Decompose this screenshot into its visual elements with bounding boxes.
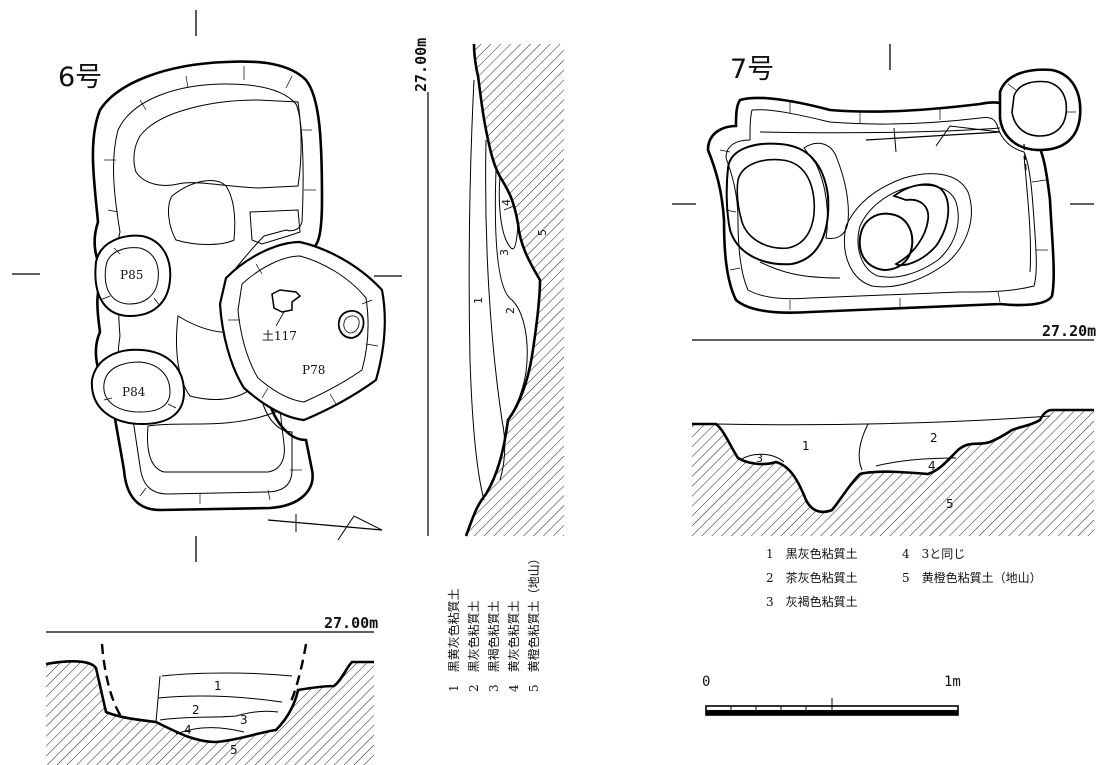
pit6-csection-layer-23: [159, 710, 279, 721]
pit6-vlayer-4: 4: [500, 199, 513, 206]
pit7-right-hollow-outer: [844, 173, 972, 288]
pit7-section: 27.20m 1 2 3 4 5: [692, 322, 1096, 536]
pit6-csection-dashed-left: [100, 643, 123, 719]
pit7-slayer-2: 2: [930, 431, 938, 445]
scale-bar: 0 1m: [702, 674, 961, 716]
pit7-legend-3: 3 灰褐色粘質土: [766, 594, 858, 609]
pit6-csection-layer-4: [175, 727, 245, 735]
pit6-csection-layer-left: [155, 675, 161, 723]
pit7-shelf-right: [1023, 155, 1032, 273]
p85-outer: [94, 234, 172, 318]
pit7-crescent: [892, 183, 950, 267]
pit6-clayer-2: 2: [192, 703, 200, 717]
pot-117-leader: [275, 311, 285, 327]
pit6-csection-profile: [45, 660, 374, 744]
pit6-legend-4: 4 黄灰色粘質土: [506, 600, 521, 692]
scale-start-label: 0: [702, 674, 710, 690]
pit7-section-elevation: 27.20m: [1042, 322, 1096, 340]
pit6-vsection-layer-2: [485, 139, 506, 481]
pit7-section-divide-12: [858, 423, 869, 471]
pit6-csection-dashed-right: [288, 643, 308, 705]
pit6-vsection-layer-4: [498, 175, 519, 250]
pit7-section-layer-3: [739, 453, 785, 463]
pit6-slope-ticks: [99, 66, 379, 504]
p78-label: P78: [302, 363, 325, 377]
scale-ticks: [730, 698, 833, 710]
pit6-csection-layer-top: [161, 672, 293, 677]
pit6-vsection-ground: [466, 44, 564, 536]
pit7-slayer-3: 3: [756, 452, 763, 465]
pit7-section-surface: [715, 415, 1051, 426]
pit7-legend-4: 4 3と同じ: [902, 547, 965, 561]
pit6-legend-1: 1 黒黄灰色粘質土: [446, 588, 461, 692]
pit7-post-hole-inner: [1011, 80, 1068, 137]
pit6-cross-section: 27.00m 1 2 3 4 5: [45, 614, 378, 765]
p84-label: P84: [122, 385, 146, 399]
pit7-left-hollow-outer: [725, 142, 830, 266]
pit7-outer-outline: [706, 96, 1056, 314]
pit6-csection-layer-12: [157, 695, 283, 703]
pit7-slayer-1: 1: [802, 439, 810, 453]
pit7-right-hollow-mid: [857, 184, 959, 278]
pit7-slope-ticks: [719, 83, 1076, 310]
p78-inner: [237, 255, 369, 403]
p78-outer: [218, 240, 386, 422]
pit6-csection-elevation: 27.00m: [324, 614, 378, 632]
p84-inner: [103, 361, 171, 413]
pit6-vsection-elevation: 27.00m: [412, 38, 430, 92]
pit7-legend-1: 1 黒灰色粘質土: [766, 546, 858, 561]
pit7-legend-2: 2 茶灰色粘質土: [766, 570, 858, 585]
pit6-legend-3: 3 黒褐色粘質土: [486, 600, 501, 692]
pit7-round-pit: [858, 212, 914, 272]
pit6-vlayer-5: 5: [536, 229, 549, 236]
pit6-lower-contour: [176, 315, 259, 400]
pit6-vertical-section: 27.00m 1 2 3 4 5: [412, 38, 564, 537]
pit6-csection-ground: [46, 661, 374, 765]
pit6-vsection-layer-lines: [468, 79, 485, 501]
pit6-vlayer-3: 3: [498, 249, 511, 256]
pit6-right-step: [249, 209, 301, 245]
pit7-north-arrow: [865, 125, 1001, 153]
pot-117-mark: [271, 289, 302, 313]
scale-end-label: 1m: [944, 674, 961, 690]
scale-fill: [706, 710, 958, 715]
pit7-legend-5: 5 黄橙色粘質土（地山）: [902, 570, 1042, 585]
p78-small-hole: [337, 310, 365, 339]
pit6-north-arrow: [267, 514, 383, 541]
pit7-section-profile: [692, 408, 1094, 514]
p78-small-hole-inner: [343, 315, 360, 334]
pit6-legend-2: 2 黒灰色粘質土: [466, 600, 481, 692]
pit7-legend: 1 黒灰色粘質土 2 茶灰色粘質土 3 灰褐色粘質土 4 3と同じ 5 黄橙色粘…: [766, 546, 1042, 609]
pit6-clayer-5: 5: [230, 743, 238, 757]
pit7-plan: 7号: [672, 44, 1094, 314]
pit6-legend-5: 5 黄橙色粘質土（地山）: [526, 552, 541, 692]
p85-label: P85: [120, 268, 143, 282]
pit7-slayer-5: 5: [946, 497, 954, 511]
p84-outer: [90, 348, 186, 426]
pot-117-label: 土117: [262, 329, 297, 343]
pit7-slayer-4: 4: [928, 459, 936, 473]
pit6-title: 6号: [58, 62, 102, 93]
pit6-middle-hollow: [168, 180, 236, 245]
pit7-shelf-bottom: [759, 261, 841, 279]
pit6-clayer-3: 3: [240, 713, 248, 727]
p85-inner: [104, 247, 159, 305]
pit7-post-hole-dash: [1023, 143, 1027, 171]
pit6-upper-hollow: [133, 99, 302, 189]
pit7-title: 7号: [730, 54, 774, 85]
pit6-clayer-1: 1: [214, 679, 222, 693]
pit6-legend: 1 黒黄灰色粘質土 2 黒灰色粘質土 3 黒褐色粘質土 4 黄灰色粘質土 5 黄…: [446, 552, 541, 692]
pit6-clayer-4: 4: [184, 723, 192, 737]
pit6-vlayer-2: 2: [504, 307, 517, 314]
pit6-plan: 6号 P85 P84 土117 P78: [12, 10, 402, 562]
pit6-vsection-layer-3: [494, 169, 528, 421]
pit6-vlayer-1: 1: [472, 297, 485, 304]
pit7-left-hollow-inner: [736, 158, 816, 249]
pit6-vsection-profile: [464, 43, 542, 537]
pit6-vsection-layer-4b: [503, 205, 515, 211]
pit7-section-layer-4: [875, 457, 957, 467]
